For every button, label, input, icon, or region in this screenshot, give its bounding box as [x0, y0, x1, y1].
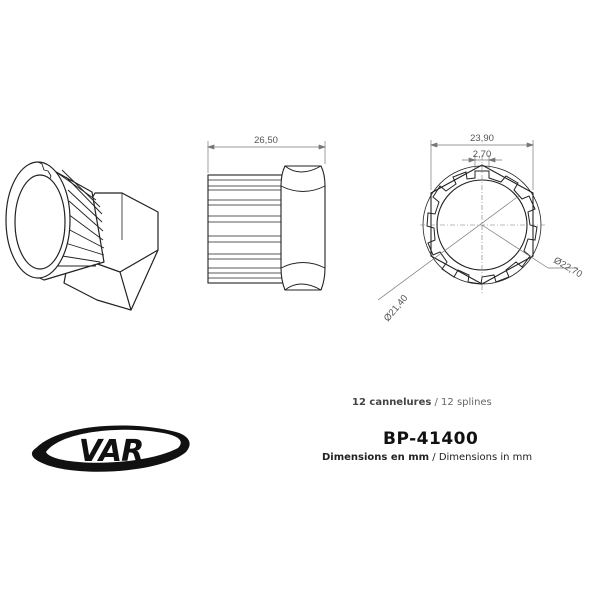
iso-spline-groove — [68, 200, 104, 232]
iso-bore — [14, 174, 66, 270]
isometric-view — [5, 161, 159, 311]
dim-inner-diameter-label: Ø21,40 — [382, 293, 410, 324]
side-spline-lines — [208, 179, 285, 279]
splines-caption-separator: / — [431, 397, 442, 408]
splines-caption-fr: 12 cannelures — [352, 397, 432, 408]
var-logo-text: VAR — [79, 434, 144, 469]
var-logo: VAR — [31, 425, 190, 472]
dim-length-lines — [206, 141, 327, 173]
product-code: BP-41400 — [383, 429, 479, 449]
side-hex-body — [280, 165, 326, 291]
side-spline-body — [207, 174, 286, 284]
dim-hex-label: 23,90 — [470, 133, 494, 144]
side-hex-edge — [280, 185, 326, 192]
var-logo-swoosh — [31, 425, 190, 472]
side-hex-chamfer — [284, 165, 322, 173]
iso-spline-groove — [65, 227, 105, 249]
iso-spline-groove — [67, 213, 104, 241]
units-caption-separator: / — [429, 452, 439, 463]
iso-hex-edge — [119, 271, 132, 311]
iso-spline-groove — [61, 241, 105, 256]
side-hex-chamfer — [284, 283, 322, 291]
front-view — [377, 140, 578, 301]
iso-spline-groove — [61, 169, 101, 208]
iso-spline-groove — [55, 171, 97, 201]
side-view — [206, 141, 327, 291]
dim-spline-lines — [462, 155, 502, 169]
splines-caption: 12 cannelures / 12 splines — [352, 397, 492, 408]
dim-length-label: 26,50 — [254, 135, 278, 146]
dim-diameter-lines — [377, 194, 578, 301]
units-caption-fr: Dimensions en mm — [322, 452, 430, 463]
units-caption-en: Dimensions in mm — [438, 452, 533, 463]
dim-spline-label: 2,70 — [473, 149, 492, 160]
dim-hex-lines — [429, 140, 535, 190]
iso-spline-groove — [65, 176, 103, 215]
iso-spline-groove — [67, 189, 103, 223]
dim-outer-diameter-label: Ø22,70 — [552, 255, 584, 280]
units-caption: Dimensions en mm / Dimensions in mm — [322, 452, 532, 463]
splines-caption-en: 12 splines — [441, 397, 492, 408]
iso-hex-edge — [119, 249, 159, 273]
side-hex-edge — [280, 262, 326, 269]
